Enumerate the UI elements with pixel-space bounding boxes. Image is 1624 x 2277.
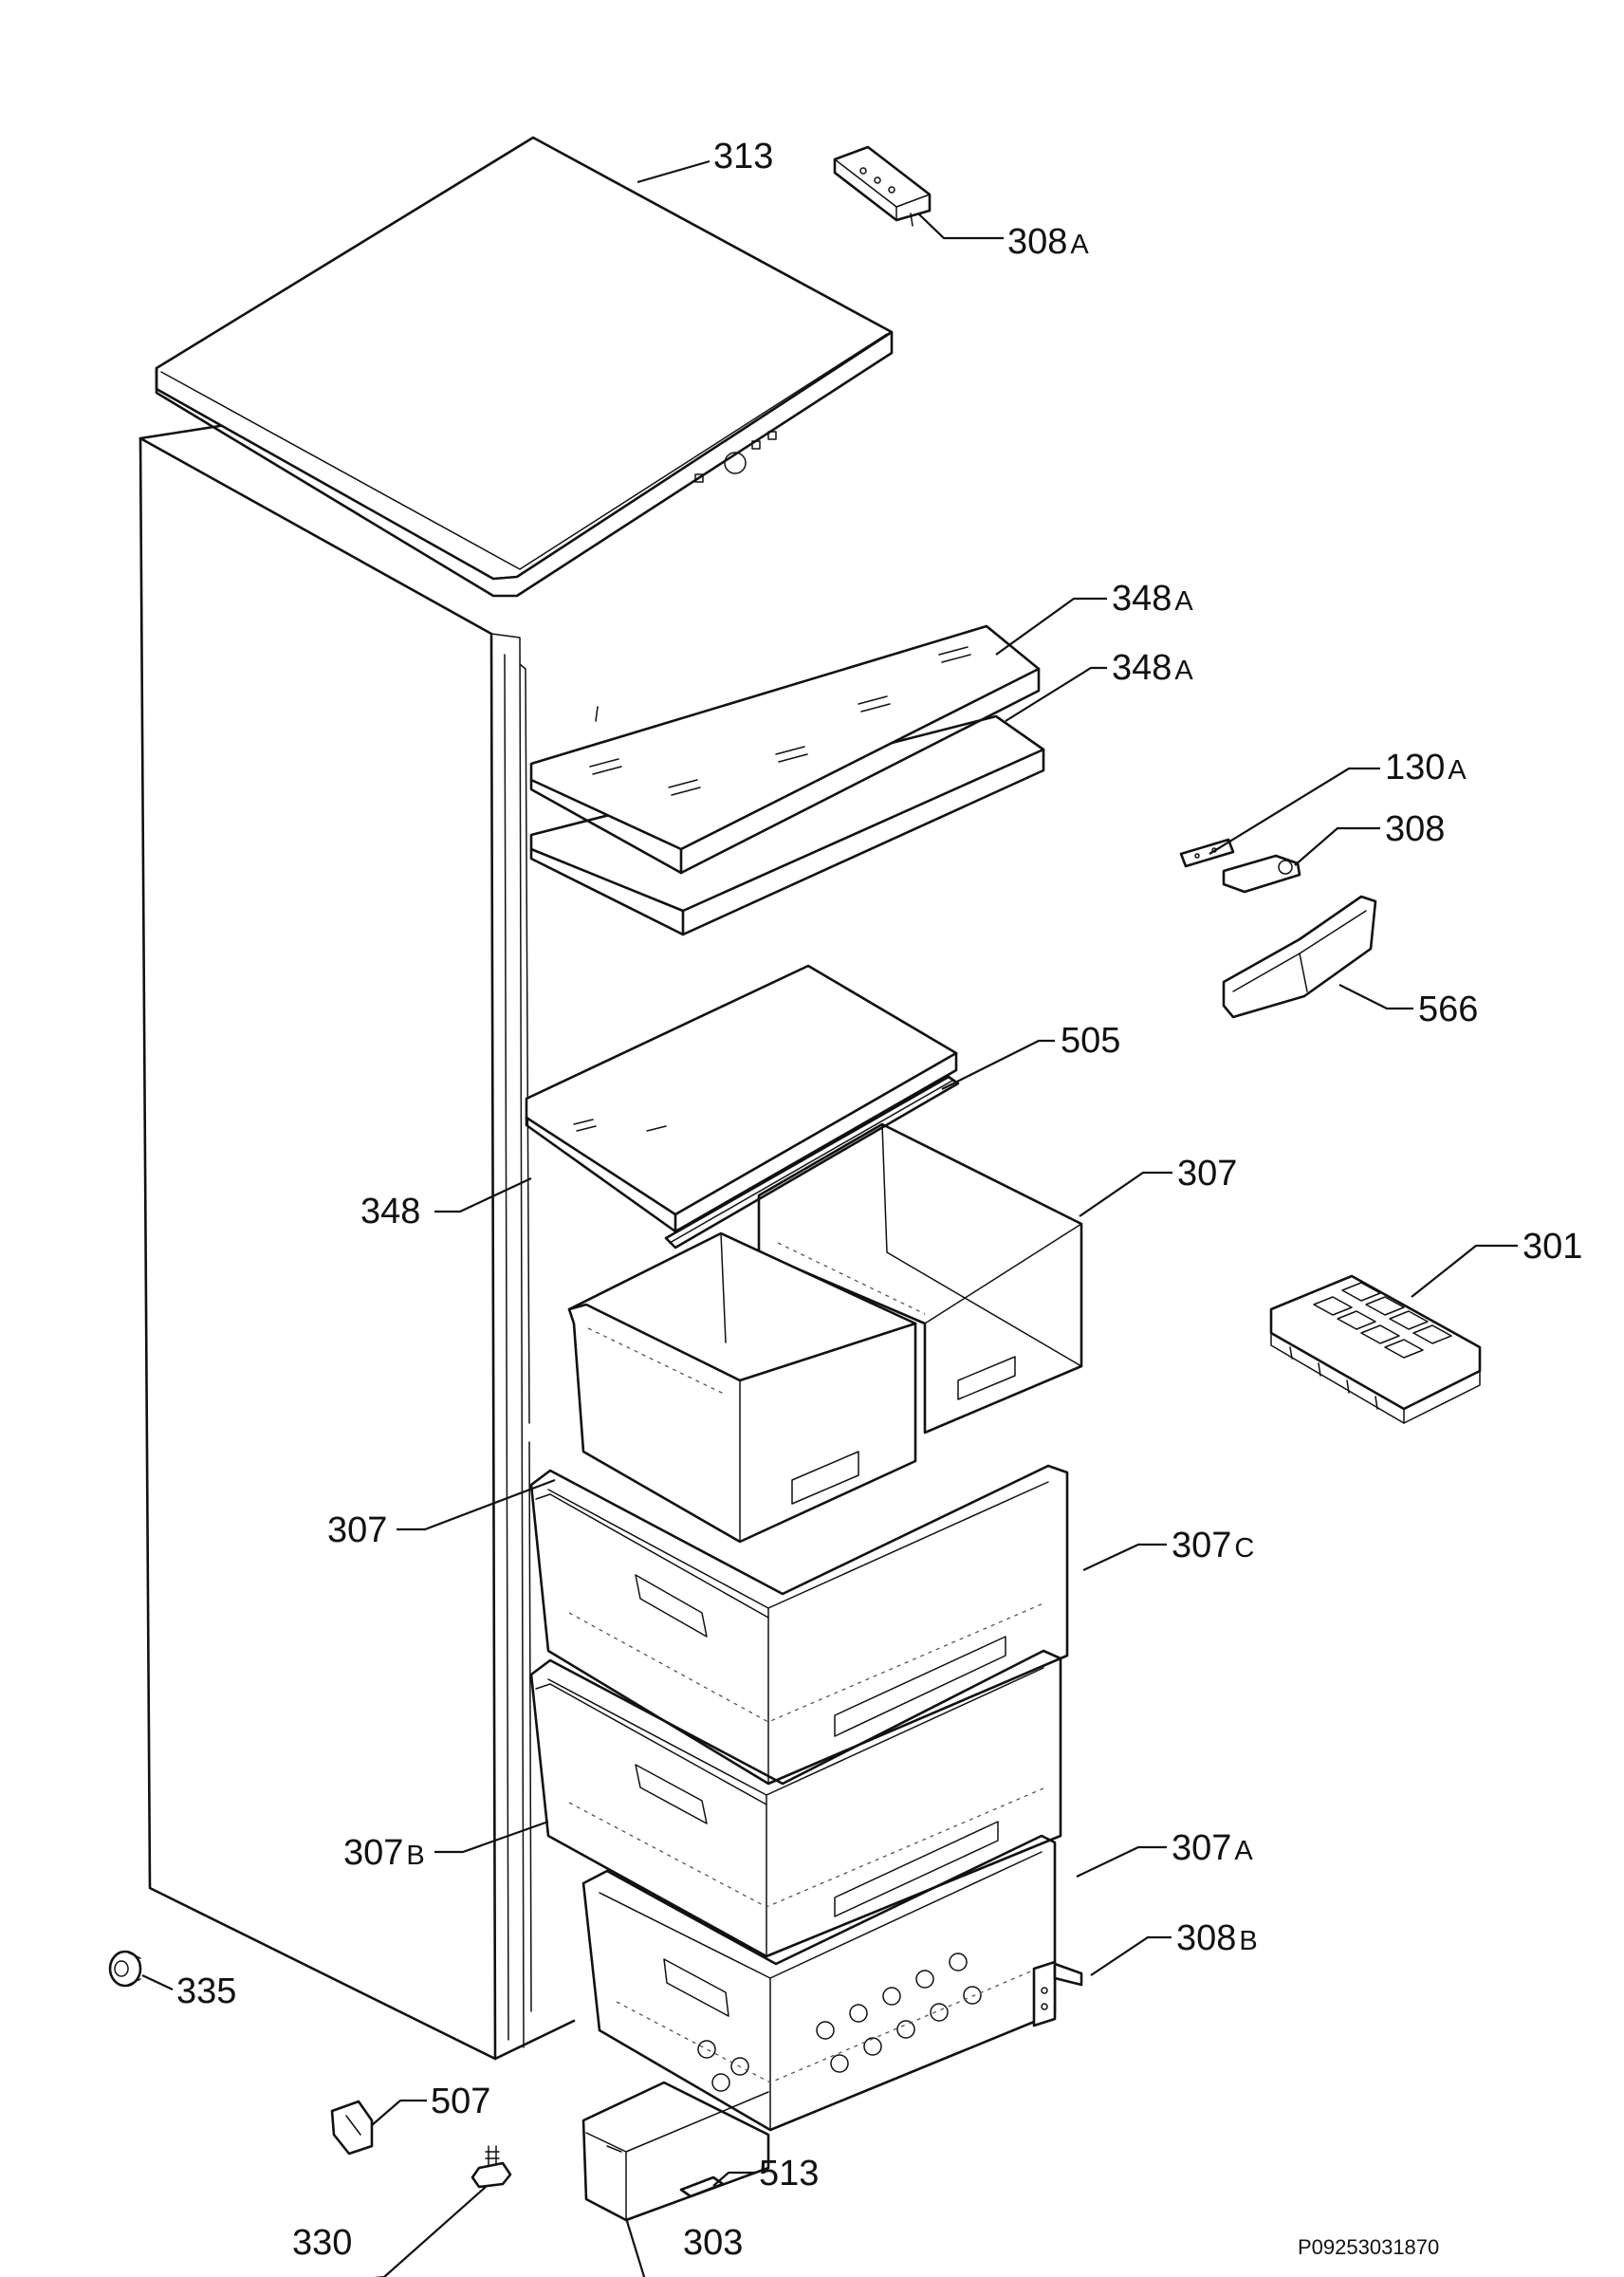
clip-513	[679, 2175, 725, 2198]
callout-308: 308	[1385, 809, 1446, 849]
adjustable-foot-330	[471, 2145, 512, 2189]
callout-307-crisper-right: 307	[1177, 1154, 1238, 1194]
crisper-drawer-307-left	[567, 1231, 917, 1544]
callout-313: 313	[713, 137, 774, 176]
callout-507: 507	[431, 2082, 491, 2121]
callout-301: 301	[1522, 1227, 1583, 1267]
freezer-basket-307b	[529, 1649, 1062, 1958]
top-hinge-308a	[833, 145, 932, 227]
leader-lines	[141, 159, 1518, 2277]
callout-566: 566	[1418, 990, 1479, 1029]
freezer-basket-307c	[529, 1464, 1069, 1786]
drawing-code: P09253031870	[1298, 2235, 1440, 2259]
callout-505: 505	[1061, 1021, 1121, 1061]
plinth-303	[581, 2081, 770, 2222]
glass-shelf-348a-lower	[529, 714, 1045, 936]
callout-303: 303	[683, 2223, 744, 2263]
top-cover-313	[155, 136, 894, 598]
callout-348: 348	[360, 1192, 421, 1231]
glass-shelf-348a-upper	[529, 624, 1041, 875]
hinge-cover-507	[330, 2100, 374, 2156]
glass-shelf-348	[525, 964, 958, 1233]
middle-hinge-308	[1222, 854, 1301, 894]
freezer-basket-307a	[581, 1834, 1057, 2132]
shelf-frame-505	[664, 1075, 960, 1250]
cap-335	[108, 1950, 142, 1988]
callout-307-crisper-left: 307	[327, 1510, 388, 1550]
ice-tray-301	[1269, 1274, 1482, 1424]
ice-scraper-566	[1222, 895, 1377, 1019]
callout-330: 330	[292, 2223, 353, 2263]
bottom-hinge-308b	[1032, 1960, 1083, 2027]
cabinet-body	[138, 423, 576, 2061]
callout-513: 513	[759, 2154, 820, 2194]
callout-335: 335	[176, 1972, 237, 2011]
